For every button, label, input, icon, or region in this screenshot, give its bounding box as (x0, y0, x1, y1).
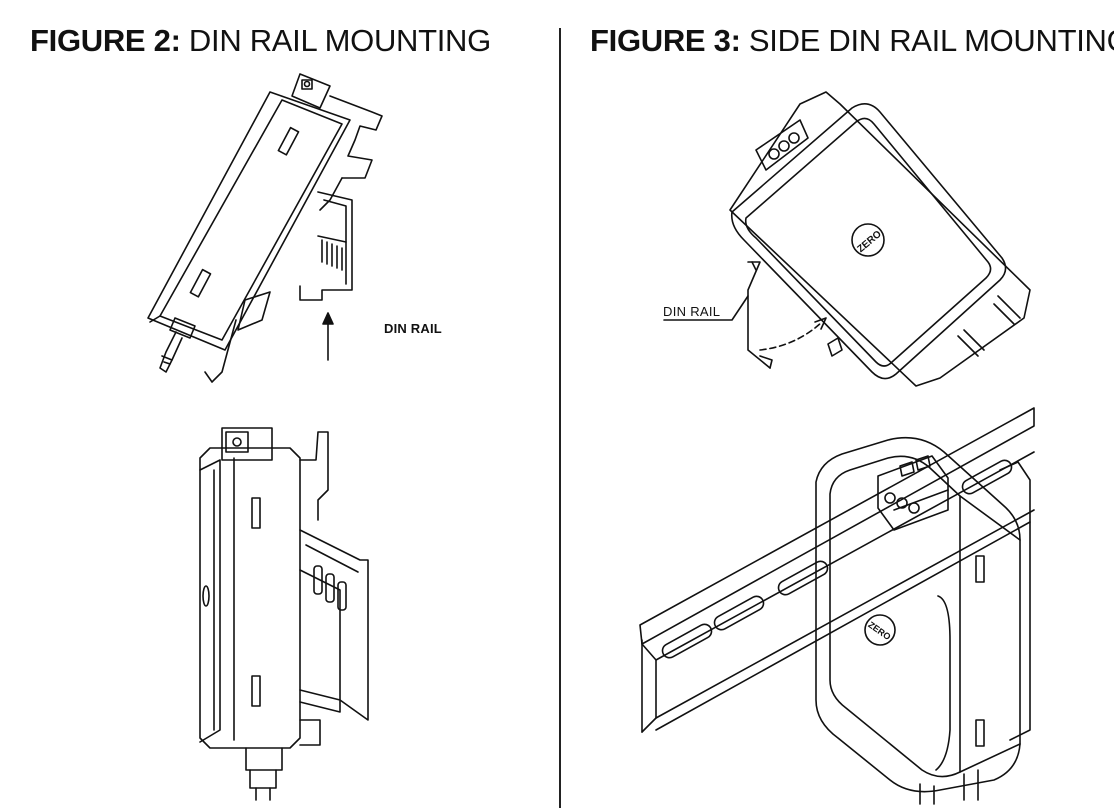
figure-3-description: SIDE DIN RAIL MOUNTING (748, 23, 1114, 58)
svg-text:ZERO: ZERO (866, 620, 892, 643)
side-device-mounted-illustration: ZERO (639, 407, 1035, 805)
device-tilted-illustration (147, 73, 383, 383)
figure-3-number: FIGURE 3: (590, 23, 741, 58)
figure-divider (559, 28, 561, 808)
device-mounted-illustration (199, 427, 369, 801)
figure-2-rail-label: DIN RAIL (384, 321, 442, 336)
figure-3-title: FIGURE 3: SIDE DIN RAIL MOUNTING (590, 22, 1114, 60)
figure-2-title: FIGURE 2: DIN RAIL MOUNTING (30, 22, 491, 60)
side-device-tilted-illustration: ZERO (663, 91, 1031, 387)
figure-3-rail-label: DIN RAIL (663, 304, 721, 319)
figure-2-description: DIN RAIL MOUNTING (188, 23, 491, 58)
figure-2-number: FIGURE 2: (30, 23, 181, 58)
